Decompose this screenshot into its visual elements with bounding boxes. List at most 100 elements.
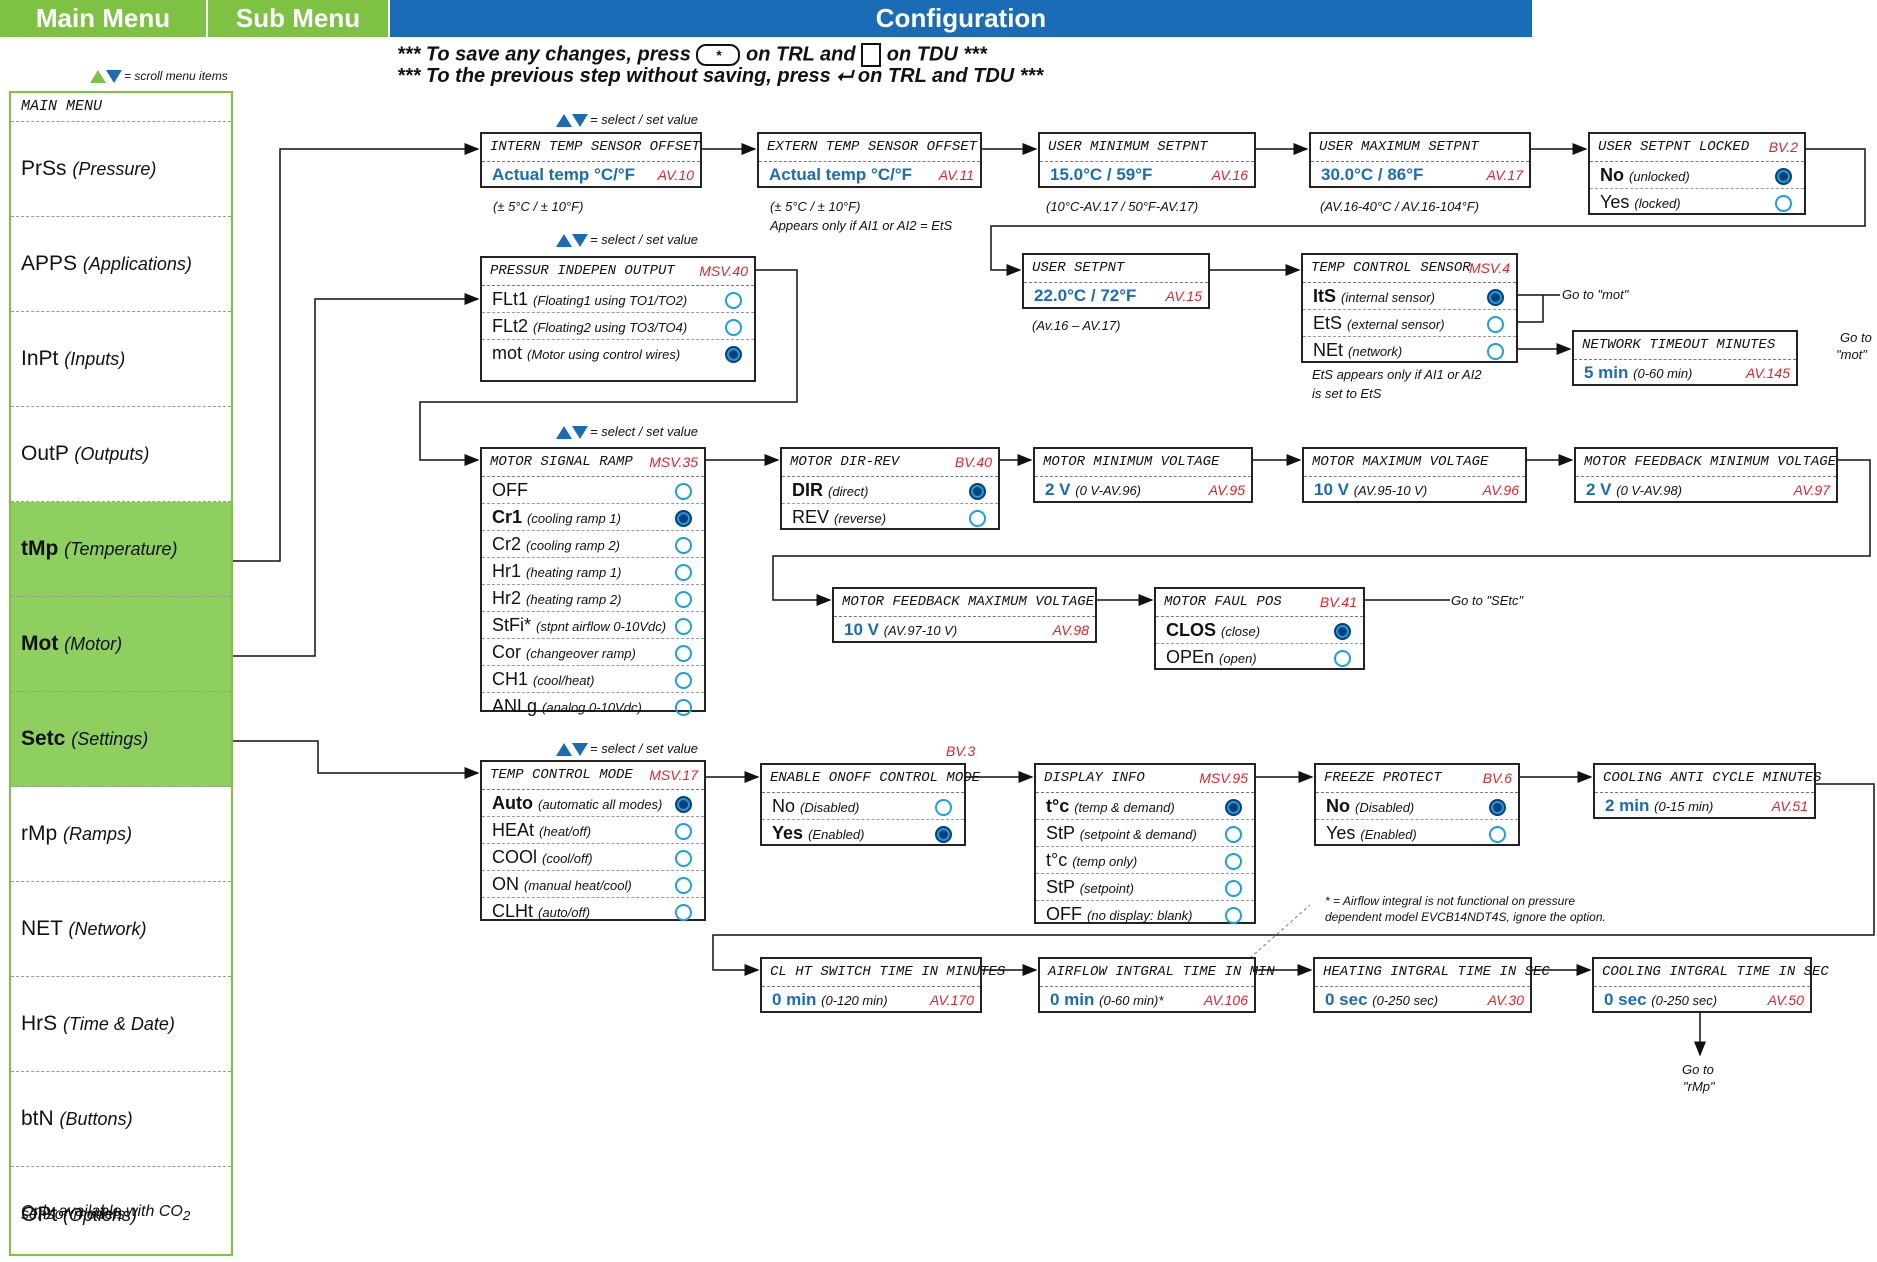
menu-item-rmp[interactable]: rMp (Ramps): [11, 787, 231, 882]
option-cr2[interactable]: Cr2 (cooling ramp 2): [482, 531, 704, 558]
radio-selected-icon[interactable]: [1775, 168, 1792, 185]
motor-feedback-max-box[interactable]: Motor feedback maximum voltage 10 V (AV.…: [832, 587, 1097, 643]
option-blank[interactable]: OFF (no display: blank): [1036, 901, 1254, 927]
menu-item-hrs[interactable]: HrS (Time & Date): [11, 977, 231, 1072]
radio-selected-icon[interactable]: [969, 483, 986, 500]
menu-item-btn[interactable]: btN (Buttons): [11, 1072, 231, 1167]
radio-icon[interactable]: [1225, 880, 1242, 897]
enable-onoff-mode-box[interactable]: Enable onoff control mode No (Disabled) …: [760, 763, 980, 846]
user-setpoint-box[interactable]: User setpnt 22.0°C / 72°FAV.15: [1022, 253, 1210, 309]
menu-item-inpt[interactable]: InPt (Inputs): [11, 312, 231, 407]
radio-icon[interactable]: [675, 564, 692, 581]
option-cor[interactable]: Cor (changeover ramp): [482, 639, 704, 666]
menu-item-tmp[interactable]: tMp (Temperature): [11, 502, 231, 597]
menu-item-setc[interactable]: Setc (Settings): [11, 692, 231, 787]
option-setpoint[interactable]: StP (setpoint): [1036, 874, 1254, 901]
network-timeout-box[interactable]: Network timeout minutes 5 min (0-60 min)…: [1572, 330, 1798, 386]
radio-icon[interactable]: [725, 292, 742, 309]
radio-icon[interactable]: [1487, 343, 1504, 360]
radio-icon[interactable]: [1225, 826, 1242, 843]
pressure-indep-output-box[interactable]: Pressur indepen outputMSV.40 FLt1 (Float…: [480, 256, 756, 382]
radio-selected-icon[interactable]: [935, 826, 952, 843]
radio-selected-icon[interactable]: [675, 510, 692, 527]
option-stfi[interactable]: StFi* (stpnt airflow 0-10Vdc): [482, 612, 704, 639]
radio-icon[interactable]: [675, 672, 692, 689]
radio-icon[interactable]: [1487, 316, 1504, 333]
option-its[interactable]: ItS (internal sensor): [1303, 283, 1516, 310]
radio-selected-icon[interactable]: [1334, 623, 1351, 640]
option-yes[interactable]: Yes (Enabled): [762, 820, 964, 846]
radio-icon[interactable]: [725, 319, 742, 336]
radio-icon[interactable]: [675, 877, 692, 894]
option-cr1[interactable]: Cr1 (cooling ramp 1): [482, 504, 704, 531]
radio-selected-icon[interactable]: [1489, 799, 1506, 816]
option-rev[interactable]: REV (reverse): [782, 504, 998, 530]
option-hr1[interactable]: Hr1 (heating ramp 1): [482, 558, 704, 585]
menu-item-opt[interactable]: OPt (Options) Only available with CO2 se…: [21, 1202, 191, 1226]
option-cool[interactable]: COOl (cool/off): [482, 844, 704, 871]
heating-integral-time-box[interactable]: Heating intgral time in sec 0 sec (0-250…: [1313, 957, 1550, 1013]
motor-fault-pos-box[interactable]: Motor faul posBV.41 CLOS (close) OPEn (o…: [1154, 587, 1365, 670]
radio-icon[interactable]: [1775, 195, 1792, 212]
cl-ht-switch-time-box[interactable]: CL HT switch time in minutes 0 min (0-12…: [760, 957, 1005, 1013]
menu-item-outp[interactable]: OutP (Outputs): [11, 407, 231, 502]
radio-icon[interactable]: [1225, 907, 1242, 924]
menu-item-prss[interactable]: PrSs (Pressure): [11, 122, 231, 217]
option-ets[interactable]: EtS (external sensor): [1303, 310, 1516, 337]
option-open[interactable]: OPEn (open): [1156, 644, 1363, 670]
motor-dir-rev-box[interactable]: Motor dir-revBV.40 DIR (direct) REV (rev…: [780, 447, 1000, 530]
airflow-integral-time-box[interactable]: Airflow intgral time in min 0 min (0-60 …: [1038, 957, 1275, 1013]
option-hr2[interactable]: Hr2 (heating ramp 2): [482, 585, 704, 612]
radio-selected-icon[interactable]: [1225, 799, 1242, 816]
user-setpoint-locked-box[interactable]: User setpnt lockedBV.2 No (unlocked) Yes…: [1588, 132, 1806, 215]
option-no[interactable]: No (unlocked): [1590, 162, 1804, 189]
option-yes[interactable]: Yes (locked): [1590, 189, 1804, 215]
cooling-integral-time-box[interactable]: Cooling intgral time in sec 0 sec (0-250…: [1592, 957, 1829, 1013]
option-anlg[interactable]: ANLg (analog 0-10Vdc): [482, 693, 704, 719]
option-temp-only[interactable]: t°c (temp only): [1036, 847, 1254, 874]
option-setpoint-demand[interactable]: StP (setpoint & demand): [1036, 820, 1254, 847]
radio-icon[interactable]: [675, 699, 692, 716]
option-heat[interactable]: HEAt (heat/off): [482, 817, 704, 844]
radio-icon[interactable]: [969, 510, 986, 527]
option-no[interactable]: No (Disabled): [1316, 793, 1518, 820]
radio-icon[interactable]: [675, 645, 692, 662]
menu-item-apps[interactable]: APPS (Applications): [11, 217, 231, 312]
option-ch1[interactable]: CH1 (cool/heat): [482, 666, 704, 693]
motor-min-voltage-box[interactable]: Motor minimum voltage 2 V (0 V-AV.96)AV.…: [1033, 447, 1253, 503]
radio-icon[interactable]: [675, 483, 692, 500]
option-off[interactable]: OFF: [482, 477, 704, 504]
radio-icon[interactable]: [935, 799, 952, 816]
option-auto[interactable]: Auto (automatic all modes): [482, 790, 704, 817]
extern-temp-offset-box[interactable]: Extern temp sensor offset Actual temp °C…: [757, 132, 982, 188]
radio-icon[interactable]: [675, 618, 692, 635]
option-flt1[interactable]: FLt1 (Floating1 using TO1/TO2): [482, 286, 754, 313]
freeze-protect-box[interactable]: Freeze protectBV.6 No (Disabled) Yes (En…: [1314, 763, 1520, 846]
option-clos[interactable]: CLOS (close): [1156, 617, 1363, 644]
temp-control-mode-box[interactable]: Temp control modeMSV.17 Auto (automatic …: [480, 760, 706, 921]
radio-icon[interactable]: [675, 591, 692, 608]
option-dir[interactable]: DIR (direct): [782, 477, 998, 504]
user-min-setpoint-box[interactable]: User minimum setpnt 15.0°C / 59°FAV.16: [1038, 132, 1256, 188]
option-net[interactable]: NEt (network): [1303, 337, 1516, 363]
motor-signal-ramp-box[interactable]: Motor signal rampMSV.35 OFF Cr1 (cooling…: [480, 447, 706, 716]
radio-selected-icon[interactable]: [1487, 289, 1504, 306]
option-no[interactable]: No (Disabled): [762, 793, 964, 820]
radio-icon[interactable]: [675, 537, 692, 554]
option-flt2[interactable]: FLt2 (Floating2 using TO3/TO4): [482, 313, 754, 340]
radio-icon[interactable]: [675, 904, 692, 921]
temp-control-sensor-box[interactable]: Temp control sensorMSV.4 ItS (internal s…: [1301, 253, 1518, 363]
radio-icon[interactable]: [675, 850, 692, 867]
radio-icon[interactable]: [1225, 853, 1242, 870]
intern-temp-offset-box[interactable]: Intern temp sensor offset Actual temp °C…: [480, 132, 702, 188]
motor-feedback-min-box[interactable]: Motor feedback minimum voltage 2 V (0 V-…: [1574, 447, 1838, 503]
radio-icon[interactable]: [1489, 826, 1506, 843]
radio-icon[interactable]: [1334, 650, 1351, 667]
radio-icon[interactable]: [675, 823, 692, 840]
option-temp-demand[interactable]: t°c (temp & demand): [1036, 793, 1254, 820]
radio-selected-icon[interactable]: [725, 346, 742, 363]
cooling-anti-cycle-box[interactable]: Cooling anti cycle minutes 2 min (0-15 m…: [1593, 763, 1821, 819]
option-on[interactable]: ON (manual heat/cool): [482, 871, 704, 898]
radio-selected-icon[interactable]: [675, 796, 692, 813]
option-yes[interactable]: Yes (Enabled): [1316, 820, 1518, 846]
